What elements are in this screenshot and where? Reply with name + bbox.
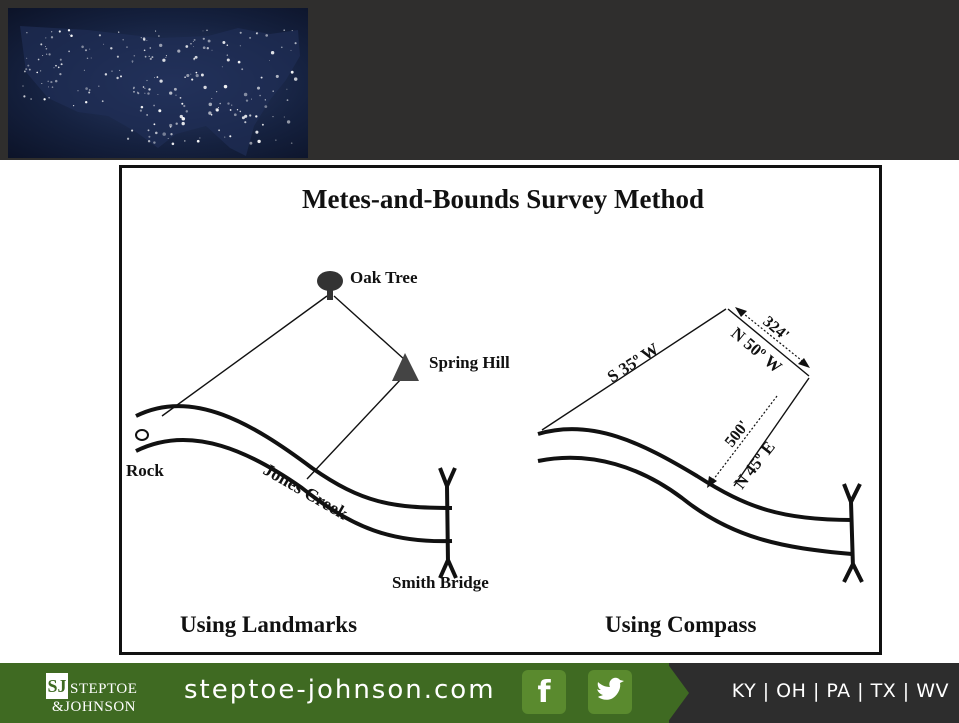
hill-icon bbox=[392, 353, 419, 381]
twitter-icon[interactable] bbox=[588, 670, 632, 714]
label-spring-hill: Spring Hill bbox=[429, 353, 510, 372]
landmarks-panel: Oak Tree Spring Hill Rock Jones Creek Sm… bbox=[126, 268, 510, 637]
steptoe-johnson-logo[interactable]: SJ STEPTOE &JOHNSON bbox=[46, 671, 166, 717]
logo-monogram: SJ bbox=[46, 673, 68, 699]
oak-tree-icon bbox=[317, 271, 343, 300]
header-band bbox=[0, 0, 959, 160]
states-panel: KY | OH | PA | TX | WV bbox=[667, 663, 959, 723]
logo-line1: STEPTOE bbox=[70, 681, 138, 697]
caption-compass: Using Compass bbox=[605, 612, 757, 637]
logo-line2: &JOHNSON bbox=[52, 699, 137, 715]
label-jones-creek: Jones Creek bbox=[260, 459, 352, 523]
diagram-title: Metes-and-Bounds Survey Method bbox=[302, 184, 704, 214]
us-night-lights-image bbox=[8, 8, 308, 158]
label-bearing-s35w: S 35º W bbox=[604, 339, 662, 386]
compass-panel: S 35º W 324' N 50º W 500' N 45º E Using … bbox=[537, 307, 864, 637]
label-rock: Rock bbox=[126, 461, 164, 480]
caption-landmarks: Using Landmarks bbox=[180, 612, 357, 637]
facebook-icon[interactable]: f bbox=[522, 670, 566, 714]
rock-icon bbox=[135, 429, 149, 441]
footer-bar: SJ STEPTOE &JOHNSON steptoe-johnson.com … bbox=[0, 663, 959, 723]
label-oak-tree: Oak Tree bbox=[350, 268, 418, 287]
website-link[interactable]: steptoe-johnson.com bbox=[184, 675, 496, 705]
label-distance-500: 500' bbox=[722, 418, 753, 451]
survey-diagram: Metes-and-Bounds Survey Method Oak Tree … bbox=[119, 165, 882, 655]
states-list: KY | OH | PA | TX | WV bbox=[731, 680, 949, 702]
label-smith-bridge: Smith Bridge bbox=[392, 573, 489, 592]
